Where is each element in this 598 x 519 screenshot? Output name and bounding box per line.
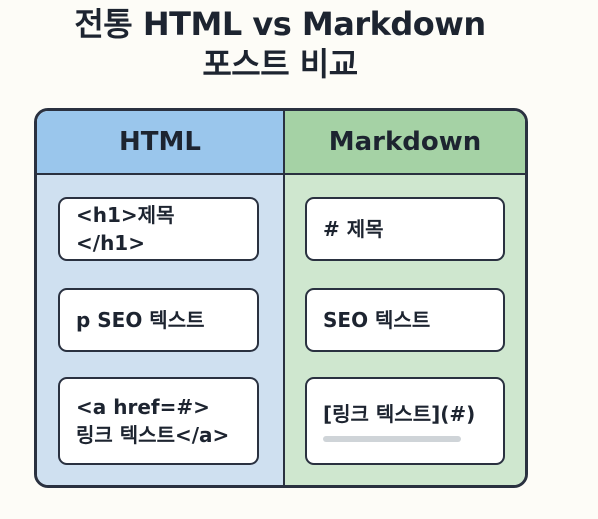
markdown-link-code: [링크 텍스트](#) — [323, 402, 476, 426]
markdown-column: Markdown # 제목 SEO 텍스트 [링크 텍스트](#) — [285, 111, 525, 485]
html-link-code-line-1: <a href=#> — [76, 395, 210, 419]
html-heading-card: <h1>제목</h1> — [58, 197, 259, 261]
title-line-2: 포스트 비교 — [202, 45, 358, 83]
html-link-code-line-2: 링크 텍스트</a> — [76, 423, 230, 447]
html-link-card: <a href=#> 링크 텍스트</a> — [58, 377, 259, 465]
html-column-header: HTML — [37, 111, 283, 175]
markdown-heading-card: # 제목 — [305, 197, 505, 261]
comparison-panel: HTML <h1>제목</h1> p SEO 텍스트 <a href=#> 링크… — [34, 108, 528, 488]
diagram-title: 전통 HTML vs Markdown 포스트 비교 — [0, 4, 560, 84]
markdown-link-card: [링크 텍스트](#) — [305, 377, 505, 465]
markdown-column-header: Markdown — [285, 111, 525, 175]
html-paragraph-card: p SEO 텍스트 — [58, 288, 259, 352]
title-line-1: 전통 HTML vs Markdown — [74, 5, 486, 43]
markdown-paragraph-code: SEO 텍스트 — [323, 308, 431, 332]
markdown-paragraph-card: SEO 텍스트 — [305, 288, 505, 352]
html-heading-code: <h1>제목</h1> — [76, 203, 175, 255]
placeholder-line — [323, 436, 461, 442]
html-column: HTML <h1>제목</h1> p SEO 텍스트 <a href=#> 링크… — [37, 111, 285, 485]
markdown-heading-code: # 제목 — [323, 217, 384, 241]
html-paragraph-code: p SEO 텍스트 — [76, 308, 205, 332]
